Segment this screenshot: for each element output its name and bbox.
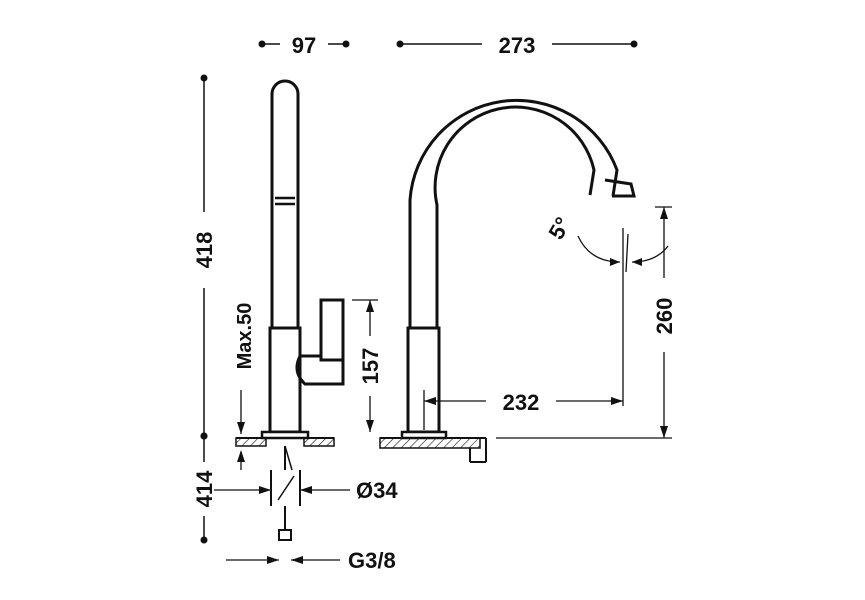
dimension-232: 232	[423, 390, 623, 430]
dimension-label-angle: 5°	[543, 213, 575, 244]
dimension-label-97: 97	[292, 33, 316, 58]
shank	[270, 445, 301, 541]
dimension-angle: 5°	[543, 213, 669, 406]
dimension-diameter: Ø34	[214, 478, 398, 503]
dimension-414: 414	[192, 432, 217, 544]
dimension-label-260: 260	[652, 298, 677, 335]
dimension-418: 418	[192, 74, 217, 440]
dimension-label-418: 418	[192, 232, 217, 269]
dimension-label-thread: G3/8	[348, 548, 396, 573]
dimension-label-diameter: Ø34	[356, 478, 398, 503]
counter-right	[379, 437, 672, 463]
dimension-thread: G3/8	[226, 548, 396, 573]
dimension-label-414: 414	[192, 470, 217, 507]
dimension-label-max50: Max.50	[234, 303, 256, 370]
dimension-97: 97	[258, 33, 350, 58]
dimension-label-273: 273	[499, 33, 536, 58]
counter-left	[235, 437, 335, 447]
dimension-260: 260	[652, 206, 677, 438]
dimension-157: 157	[352, 299, 383, 432]
faucet-front-view	[400, 98, 636, 440]
dimension-label-157: 157	[358, 348, 383, 385]
dimension-max50: Max.50	[234, 303, 256, 470]
dimension-label-232: 232	[503, 390, 540, 415]
dimension-273: 273	[396, 33, 638, 58]
faucet-side-view	[260, 79, 345, 440]
